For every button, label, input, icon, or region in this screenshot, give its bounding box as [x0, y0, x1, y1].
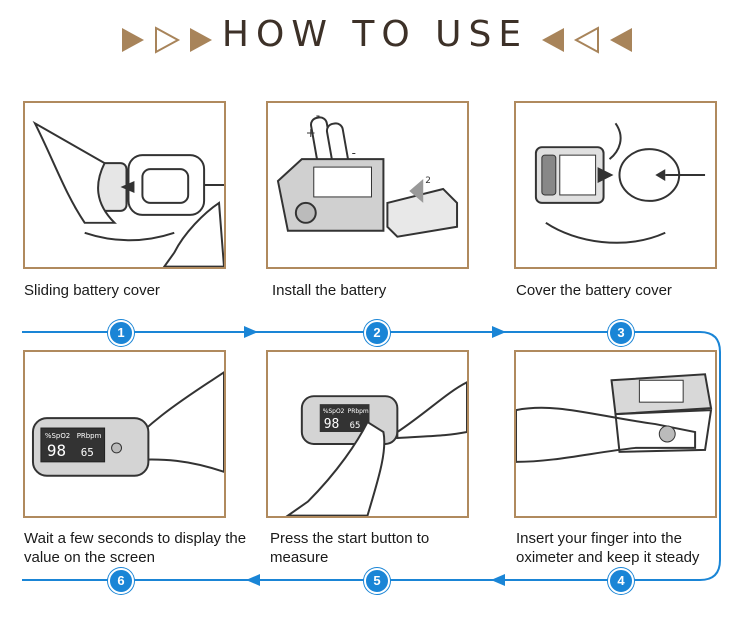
- step-5-caption: Press the start button to measure: [270, 530, 430, 566]
- battery-install-icon: + - - + 1 2: [276, 108, 459, 238]
- svg-text:-: -: [316, 108, 320, 122]
- step-4-illustration: [514, 350, 717, 518]
- step-1-illustration: [23, 101, 226, 269]
- svg-text:-: -: [352, 146, 356, 160]
- svg-text:65: 65: [81, 446, 94, 459]
- step-2-illustration: + - - + 1 2: [266, 101, 469, 269]
- finger-inserted-oximeter-icon: [515, 373, 713, 463]
- svg-text:+: +: [306, 126, 316, 140]
- step-number-1: 1: [108, 320, 134, 346]
- step-number-2: 2: [364, 320, 390, 346]
- svg-text:PRbpm: PRbpm: [348, 408, 369, 415]
- finger-press-button-icon: %SpO2 PRbpm 98 65: [284, 380, 468, 517]
- page-title: HOW TO USE: [221, 14, 529, 55]
- svg-text:PRbpm: PRbpm: [77, 432, 102, 440]
- step-1-caption: Sliding battery cover: [24, 282, 160, 299]
- right-arrows-icon: [542, 26, 632, 54]
- hands-sliding-cover-icon: [32, 120, 226, 268]
- hands-cover-closing-icon: [534, 122, 706, 244]
- step-2-caption: Install the battery: [272, 282, 387, 299]
- svg-text:65: 65: [350, 421, 361, 431]
- svg-text:98: 98: [324, 417, 340, 432]
- step-5-illustration: %SpO2 PRbpm 98 65: [266, 350, 469, 518]
- header: HOW TO USE: [0, 0, 750, 80]
- step-3-illustration: [514, 101, 717, 269]
- svg-text:2: 2: [425, 176, 431, 186]
- step-number-4: 4: [608, 568, 634, 594]
- svg-text:%SpO2: %SpO2: [45, 432, 70, 440]
- svg-text:%SpO2: %SpO2: [323, 408, 345, 415]
- step-number-3: 3: [608, 320, 634, 346]
- step-number-5: 5: [364, 568, 390, 594]
- step-number-6: 6: [108, 568, 134, 594]
- step-3-caption: Cover the battery cover: [516, 282, 672, 299]
- step-6-caption: Wait a few seconds to display the value …: [24, 530, 247, 566]
- step-4-caption: Insert your finger into the oximeter and…: [516, 530, 700, 566]
- step-6-illustration: %SpO2 PRbpm 98 65: [23, 350, 226, 518]
- svg-text:98: 98: [47, 441, 66, 460]
- left-arrows-icon: [122, 26, 212, 54]
- oximeter-reading-icon: %SpO2 PRbpm 98 65: [31, 370, 225, 477]
